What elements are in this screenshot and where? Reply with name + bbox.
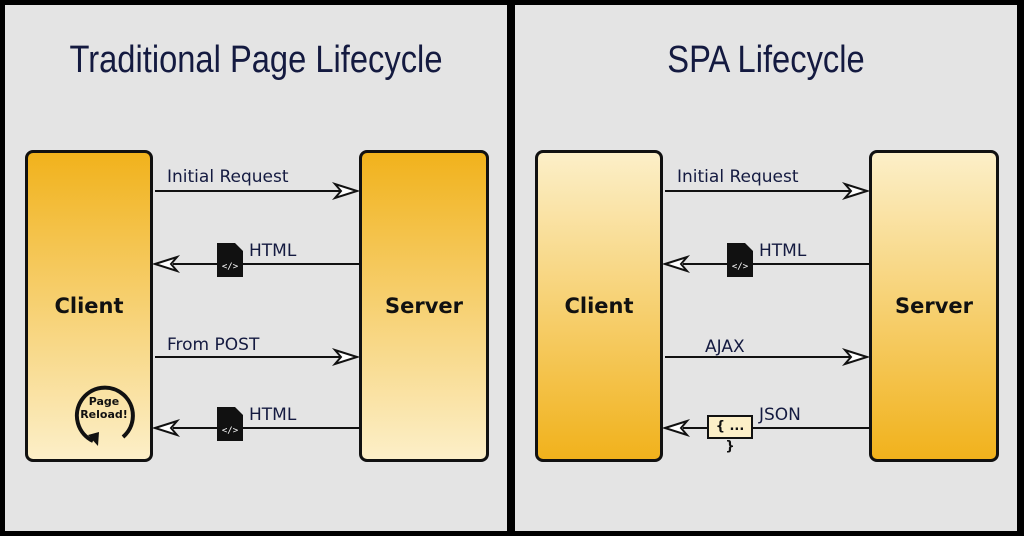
arrowhead-initial-request <box>331 181 361 201</box>
html-label-2: HTML <box>249 405 297 425</box>
arrowhead-html-2 <box>151 418 181 438</box>
page-reload-label: Page Reload! <box>75 395 133 421</box>
server-label: Server <box>894 294 973 318</box>
left-arrows: </> </> <box>151 181 361 441</box>
html-file-icon: </> <box>217 243 243 277</box>
page-reload-line1: Page <box>88 395 120 408</box>
page-reload-line2: Reload! <box>80 408 128 421</box>
server-box: Server <box>869 150 999 462</box>
server-box: Server <box>359 150 489 462</box>
html-label-1: HTML <box>249 241 297 261</box>
arrowhead-ajax <box>841 347 871 367</box>
client-box: Client <box>535 150 663 462</box>
form-post-label: From POST <box>167 335 260 355</box>
initial-request-label: Initial Request <box>677 167 799 187</box>
client-label: Client <box>54 294 124 318</box>
ajax-label: AJAX <box>705 337 745 357</box>
spa-lifecycle-panel: SPA Lifecycle Client Server </> { ... } … <box>514 4 1018 532</box>
svg-text:</>: </> <box>732 262 749 272</box>
initial-request-label: Initial Request <box>167 167 289 187</box>
json-label: JSON <box>759 405 801 425</box>
spa-title: SPA Lifecycle <box>667 39 865 81</box>
arrowhead-json <box>661 418 691 438</box>
html-file-icon: </> <box>727 243 753 277</box>
client-label: Client <box>564 294 634 318</box>
svg-text:</>: </> <box>222 262 239 272</box>
traditional-title: Traditional Page Lifecycle <box>69 39 443 81</box>
html-label: HTML <box>759 241 807 261</box>
json-badge-icon: { ... } <box>707 415 753 454</box>
svg-text:</>: </> <box>222 426 239 436</box>
arrowhead-initial-request <box>841 181 871 201</box>
traditional-lifecycle-panel: Traditional Page Lifecycle Client Server… <box>4 4 508 532</box>
arrowhead-html-1 <box>151 254 181 274</box>
arrowhead-html <box>661 254 691 274</box>
right-arrows: </> <box>661 181 871 438</box>
reload-arrow-icon <box>74 385 135 446</box>
server-label: Server <box>384 294 463 318</box>
html-file-icon: </> <box>217 407 243 441</box>
arrowhead-form-post <box>331 347 361 367</box>
